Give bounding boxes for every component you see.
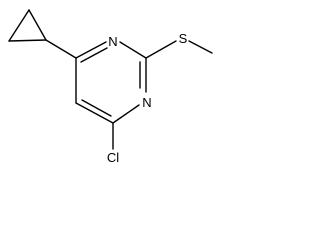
cyclopropyl-ring [8,9,47,42]
atom-label-n1: N [108,34,117,49]
bond-c6-n1-inner [80,47,108,63]
bond-n1-c2 [119,41,147,59]
bond-cyclopropyl-right [28,9,47,41]
atom-label-n3: N [142,95,151,110]
atom-s: S [179,31,188,46]
atom-cl: Cl [107,150,119,165]
chemical-structure-diagram: N N S Cl [8,9,213,165]
bond-sulfur-to-methyl [188,40,213,54]
bond-c4-c5-inner [81,99,112,117]
bond-c6-n1 [75,41,107,59]
pyrimidine-ring [75,41,147,124]
bond-c2-to-sulfur [145,40,177,59]
atom-label-s: S [179,31,188,46]
atom-n1: N [108,34,117,49]
bond-cyclopropyl-to-ring [45,39,77,59]
atom-label-cl: Cl [107,150,119,165]
atom-n3: N [142,95,151,110]
bond-cyclopropyl-bottom [8,39,47,42]
bond-c4-c5 [75,102,114,124]
bond-cyclopropyl-left [8,9,30,42]
bond-n3-c4 [112,104,140,124]
